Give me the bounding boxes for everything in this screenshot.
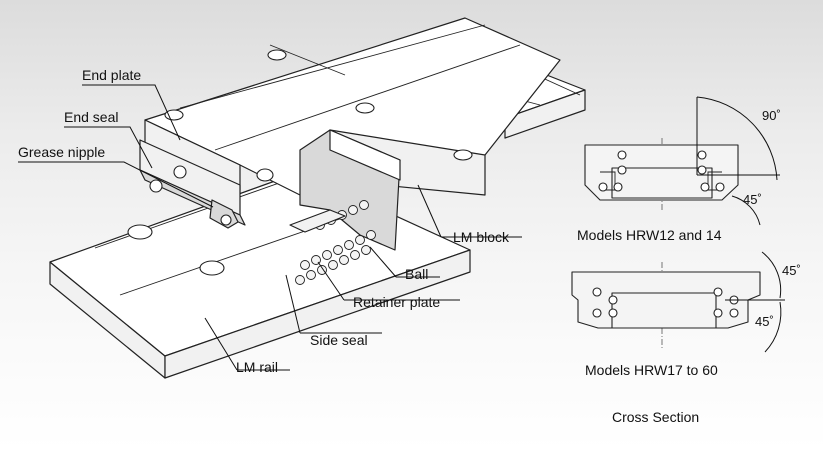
caption-hrw12-14: Models HRW12 and 14 — [577, 227, 722, 243]
leader-lines — [18, 84, 522, 371]
label-end-seal: End seal — [64, 109, 118, 125]
label-lm-rail: LM rail — [236, 359, 278, 375]
label-lm-block: LM block — [453, 229, 510, 245]
cross-section-bottom: 45˚ 45˚ Models HRW17 to 60 — [571, 251, 801, 378]
angle-45-label-top: 45˚ — [743, 192, 762, 207]
label-retainer-plate: Retainer plate — [353, 294, 440, 310]
angle-90-label: 90˚ — [762, 108, 781, 123]
label-end-plate: End plate — [82, 67, 141, 83]
contact-marks-top — [598, 150, 725, 192]
angle-45-label-lower: 45˚ — [755, 314, 774, 329]
label-ball: Ball — [405, 266, 428, 282]
caption-hrw17-60: Models HRW17 to 60 — [585, 362, 718, 378]
ball-rows — [289, 200, 376, 285]
label-side-seal: Side seal — [310, 332, 368, 348]
cross-section-title: Cross Section — [612, 409, 699, 425]
part-labels: End plate End seal Grease nipple LM bloc… — [18, 67, 510, 375]
cross-section-top: 90˚ 45˚ Models HRW12 and 14 — [577, 96, 781, 243]
contact-marks-bottom — [592, 287, 739, 318]
angle-45-label-upper: 45˚ — [782, 263, 801, 278]
lm-block — [144, 17, 561, 251]
label-grease-nipple: Grease nipple — [18, 144, 105, 160]
